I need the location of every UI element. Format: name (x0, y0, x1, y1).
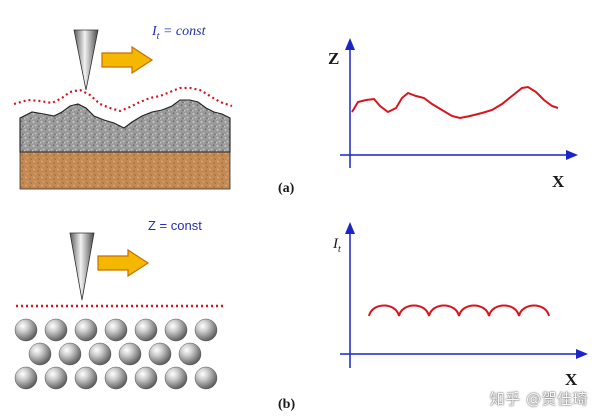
atom-sphere (74, 318, 98, 342)
y-axis-arrowhead-a (345, 38, 355, 50)
stm-tip-b (69, 232, 95, 301)
y-axis-label-b: It (332, 236, 341, 255)
atom-sphere (178, 342, 202, 366)
height-profile-trace (351, 85, 559, 120)
panel-a-sample: It = const (13, 24, 233, 190)
atom-sphere (44, 318, 68, 342)
atom-sphere (28, 342, 52, 366)
condition-label-a: It = const (151, 24, 207, 42)
atom-sphere (104, 366, 128, 390)
atom-lattice (14, 318, 218, 390)
atom-sphere (14, 318, 38, 342)
panel-b-sample: Z = const (14, 218, 226, 390)
atom-sphere (88, 342, 112, 366)
atom-sphere (134, 366, 158, 390)
y-axis-arrowhead-b (345, 222, 355, 234)
stm-tip-a (73, 29, 99, 91)
panel-b-plot: It X (b) (278, 222, 588, 412)
scan-arrow-b (97, 248, 150, 278)
x-axis-arrowhead-a (566, 150, 578, 160)
x-axis-label-b: X (565, 370, 578, 389)
atom-sphere (14, 366, 38, 390)
caption-a: (a) (278, 181, 295, 196)
tunneling-current-trace (368, 304, 550, 317)
caption-b: (b) (278, 397, 295, 412)
atom-sphere (118, 342, 142, 366)
atom-sphere (104, 318, 128, 342)
atom-sphere (44, 366, 68, 390)
watermark-text: 知乎 @贺佳琦 (489, 390, 588, 408)
tip-trajectory-dotted (13, 86, 233, 113)
scan-arrow-a (101, 45, 154, 75)
substrate-layer (19, 151, 231, 190)
rough-surface-layer (19, 99, 231, 153)
x-axis-arrowhead-b (576, 349, 588, 359)
atom-sphere (194, 318, 218, 342)
panel-a-plot: Z X (a) (278, 38, 578, 196)
atom-sphere (164, 366, 188, 390)
x-axis-label-a: X (552, 172, 565, 191)
condition-label-b: Z = const (148, 218, 202, 233)
atom-sphere (134, 318, 158, 342)
atom-sphere (74, 366, 98, 390)
y-axis-label-a: Z (328, 49, 339, 68)
atom-sphere (194, 366, 218, 390)
atom-sphere (58, 342, 82, 366)
atom-sphere (148, 342, 172, 366)
atom-sphere (164, 318, 188, 342)
